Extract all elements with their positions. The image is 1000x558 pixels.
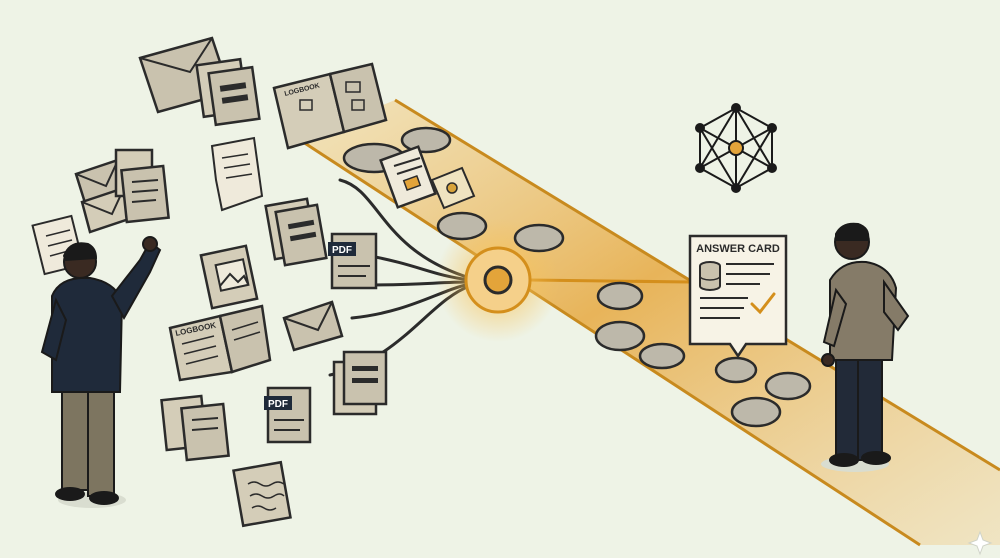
- pdf-1-label: PDF: [332, 245, 352, 256]
- network-graph-icon: [695, 103, 777, 193]
- stepping-stones: [342, 126, 812, 428]
- stacked-document-5: [160, 394, 230, 462]
- pdf-document-2: PDF: [264, 386, 312, 444]
- database-icon: [699, 261, 721, 291]
- checkmark-icon: [750, 292, 776, 315]
- stacked-document-4: [332, 350, 388, 416]
- logbook-diagram: LOGBOOK: [272, 62, 388, 150]
- pdf-document-1: PDF: [328, 232, 378, 290]
- stacked-document-2: [114, 148, 170, 224]
- image-document: [199, 244, 259, 310]
- document-with-chart: [379, 145, 437, 209]
- stacked-document-1: [195, 57, 261, 127]
- answer-card: ANSWER CARD: [688, 234, 788, 359]
- sparkle-icon: [967, 530, 993, 556]
- person-left: [40, 236, 162, 508]
- stacked-document-3: [264, 197, 328, 267]
- envelope-single: [282, 300, 344, 352]
- answer-card-title: ANSWER CARD: [696, 243, 780, 255]
- logbook-open: LOGBOOK: [168, 304, 272, 382]
- person-right: [821, 222, 910, 472]
- handwritten-note: [232, 460, 292, 528]
- torn-note: [210, 136, 264, 212]
- pdf-2-label: PDF: [268, 399, 288, 410]
- treasure-map: [430, 166, 476, 210]
